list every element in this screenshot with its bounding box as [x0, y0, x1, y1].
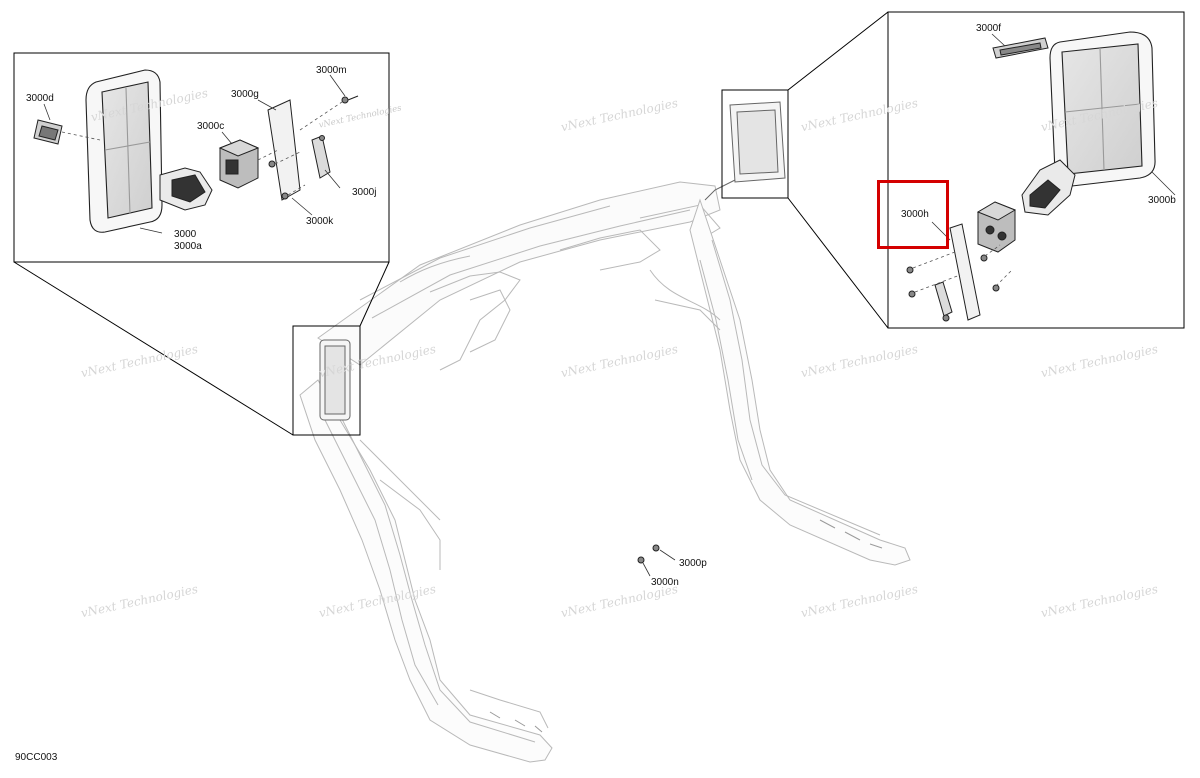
left-zoom-box	[292, 325, 361, 436]
roll-cage-frame	[299, 181, 911, 763]
left-plate-3000g	[267, 99, 301, 201]
right-bracket	[934, 281, 953, 317]
label-3000f[interactable]: 3000f	[976, 23, 1002, 34]
label-3000p[interactable]: 3000p	[679, 558, 707, 569]
label-3000h[interactable]: 3000h	[901, 209, 929, 220]
label-3000d[interactable]: 3000d	[26, 93, 54, 104]
right-bolts	[906, 254, 1000, 322]
figure-code: 90CC003	[15, 752, 58, 763]
label-3000a[interactable]: 3000a	[174, 241, 202, 252]
label-3000c[interactable]: 3000c	[197, 121, 225, 132]
label-3000m[interactable]: 3000m	[316, 65, 347, 76]
frame-left-mirror	[319, 339, 351, 421]
right-mirror-arm	[1021, 159, 1076, 216]
left-mirror-housing	[85, 69, 163, 233]
right-reflector-3000f	[992, 37, 1049, 59]
label-3000k[interactable]: 3000k	[306, 216, 334, 227]
right-assembly-lines	[912, 244, 1013, 293]
label-3000g[interactable]: 3000g	[231, 89, 259, 100]
label-3000j[interactable]: 3000j	[352, 187, 377, 198]
zoom-leaders	[13, 11, 889, 436]
highlight-box	[877, 180, 949, 249]
left-assembly-lines	[61, 99, 346, 196]
right-zoom-box	[721, 89, 789, 199]
right-mirror-housing	[1049, 31, 1156, 187]
label-3000[interactable]: 3000	[174, 229, 197, 240]
frame-right-mirror	[704, 101, 786, 201]
label-3000b[interactable]: 3000b	[1148, 195, 1176, 206]
left-clamp-3000c	[218, 139, 260, 189]
frame-bolts	[637, 544, 676, 577]
right-plate-3000h	[949, 223, 981, 321]
right-clamp	[976, 201, 1017, 253]
left-label-leaders	[43, 74, 346, 234]
left-reflector-3000d	[33, 119, 63, 145]
left-bracket-3000j	[311, 135, 331, 179]
left-mirror-arm	[159, 167, 213, 211]
left-callout-box	[13, 52, 390, 263]
label-3000n[interactable]: 3000n	[651, 577, 679, 588]
